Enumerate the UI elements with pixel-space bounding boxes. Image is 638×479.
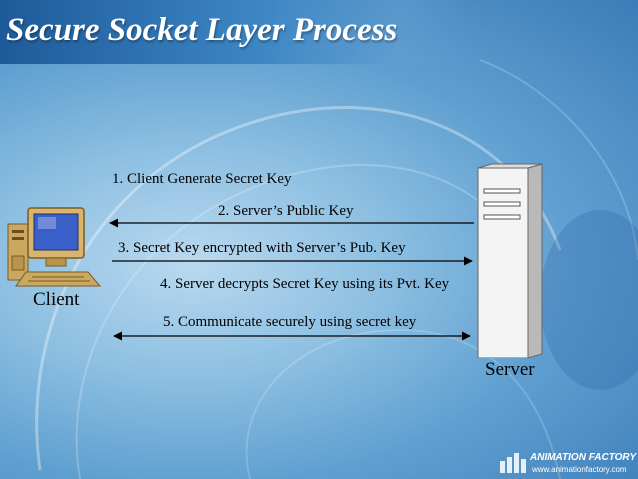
title-bar	[0, 0, 470, 64]
step-4-label: 4. Server decrypts Secret Key using its …	[160, 276, 450, 292]
server-icon	[477, 163, 543, 358]
client-label: Client	[33, 289, 80, 310]
watermark-brand: ANIMATION FACTORY	[530, 452, 637, 463]
step-3-label: 3. Secret Key encrypted with Server’s Pu…	[118, 240, 406, 256]
server-label: Server	[485, 359, 535, 380]
animation-factory-logo	[500, 453, 526, 473]
computer-icon	[7, 207, 102, 287]
step-5-label: 5. Communicate securely using secret key	[163, 314, 417, 330]
watermark-url: www.animationfactory.com	[532, 465, 627, 474]
slide-title: Secure Socket Layer Process	[6, 12, 398, 48]
step-2-label: 2. Server’s Public Key	[218, 203, 354, 219]
step-1-label: 1. Client Generate Secret Key	[112, 171, 292, 187]
